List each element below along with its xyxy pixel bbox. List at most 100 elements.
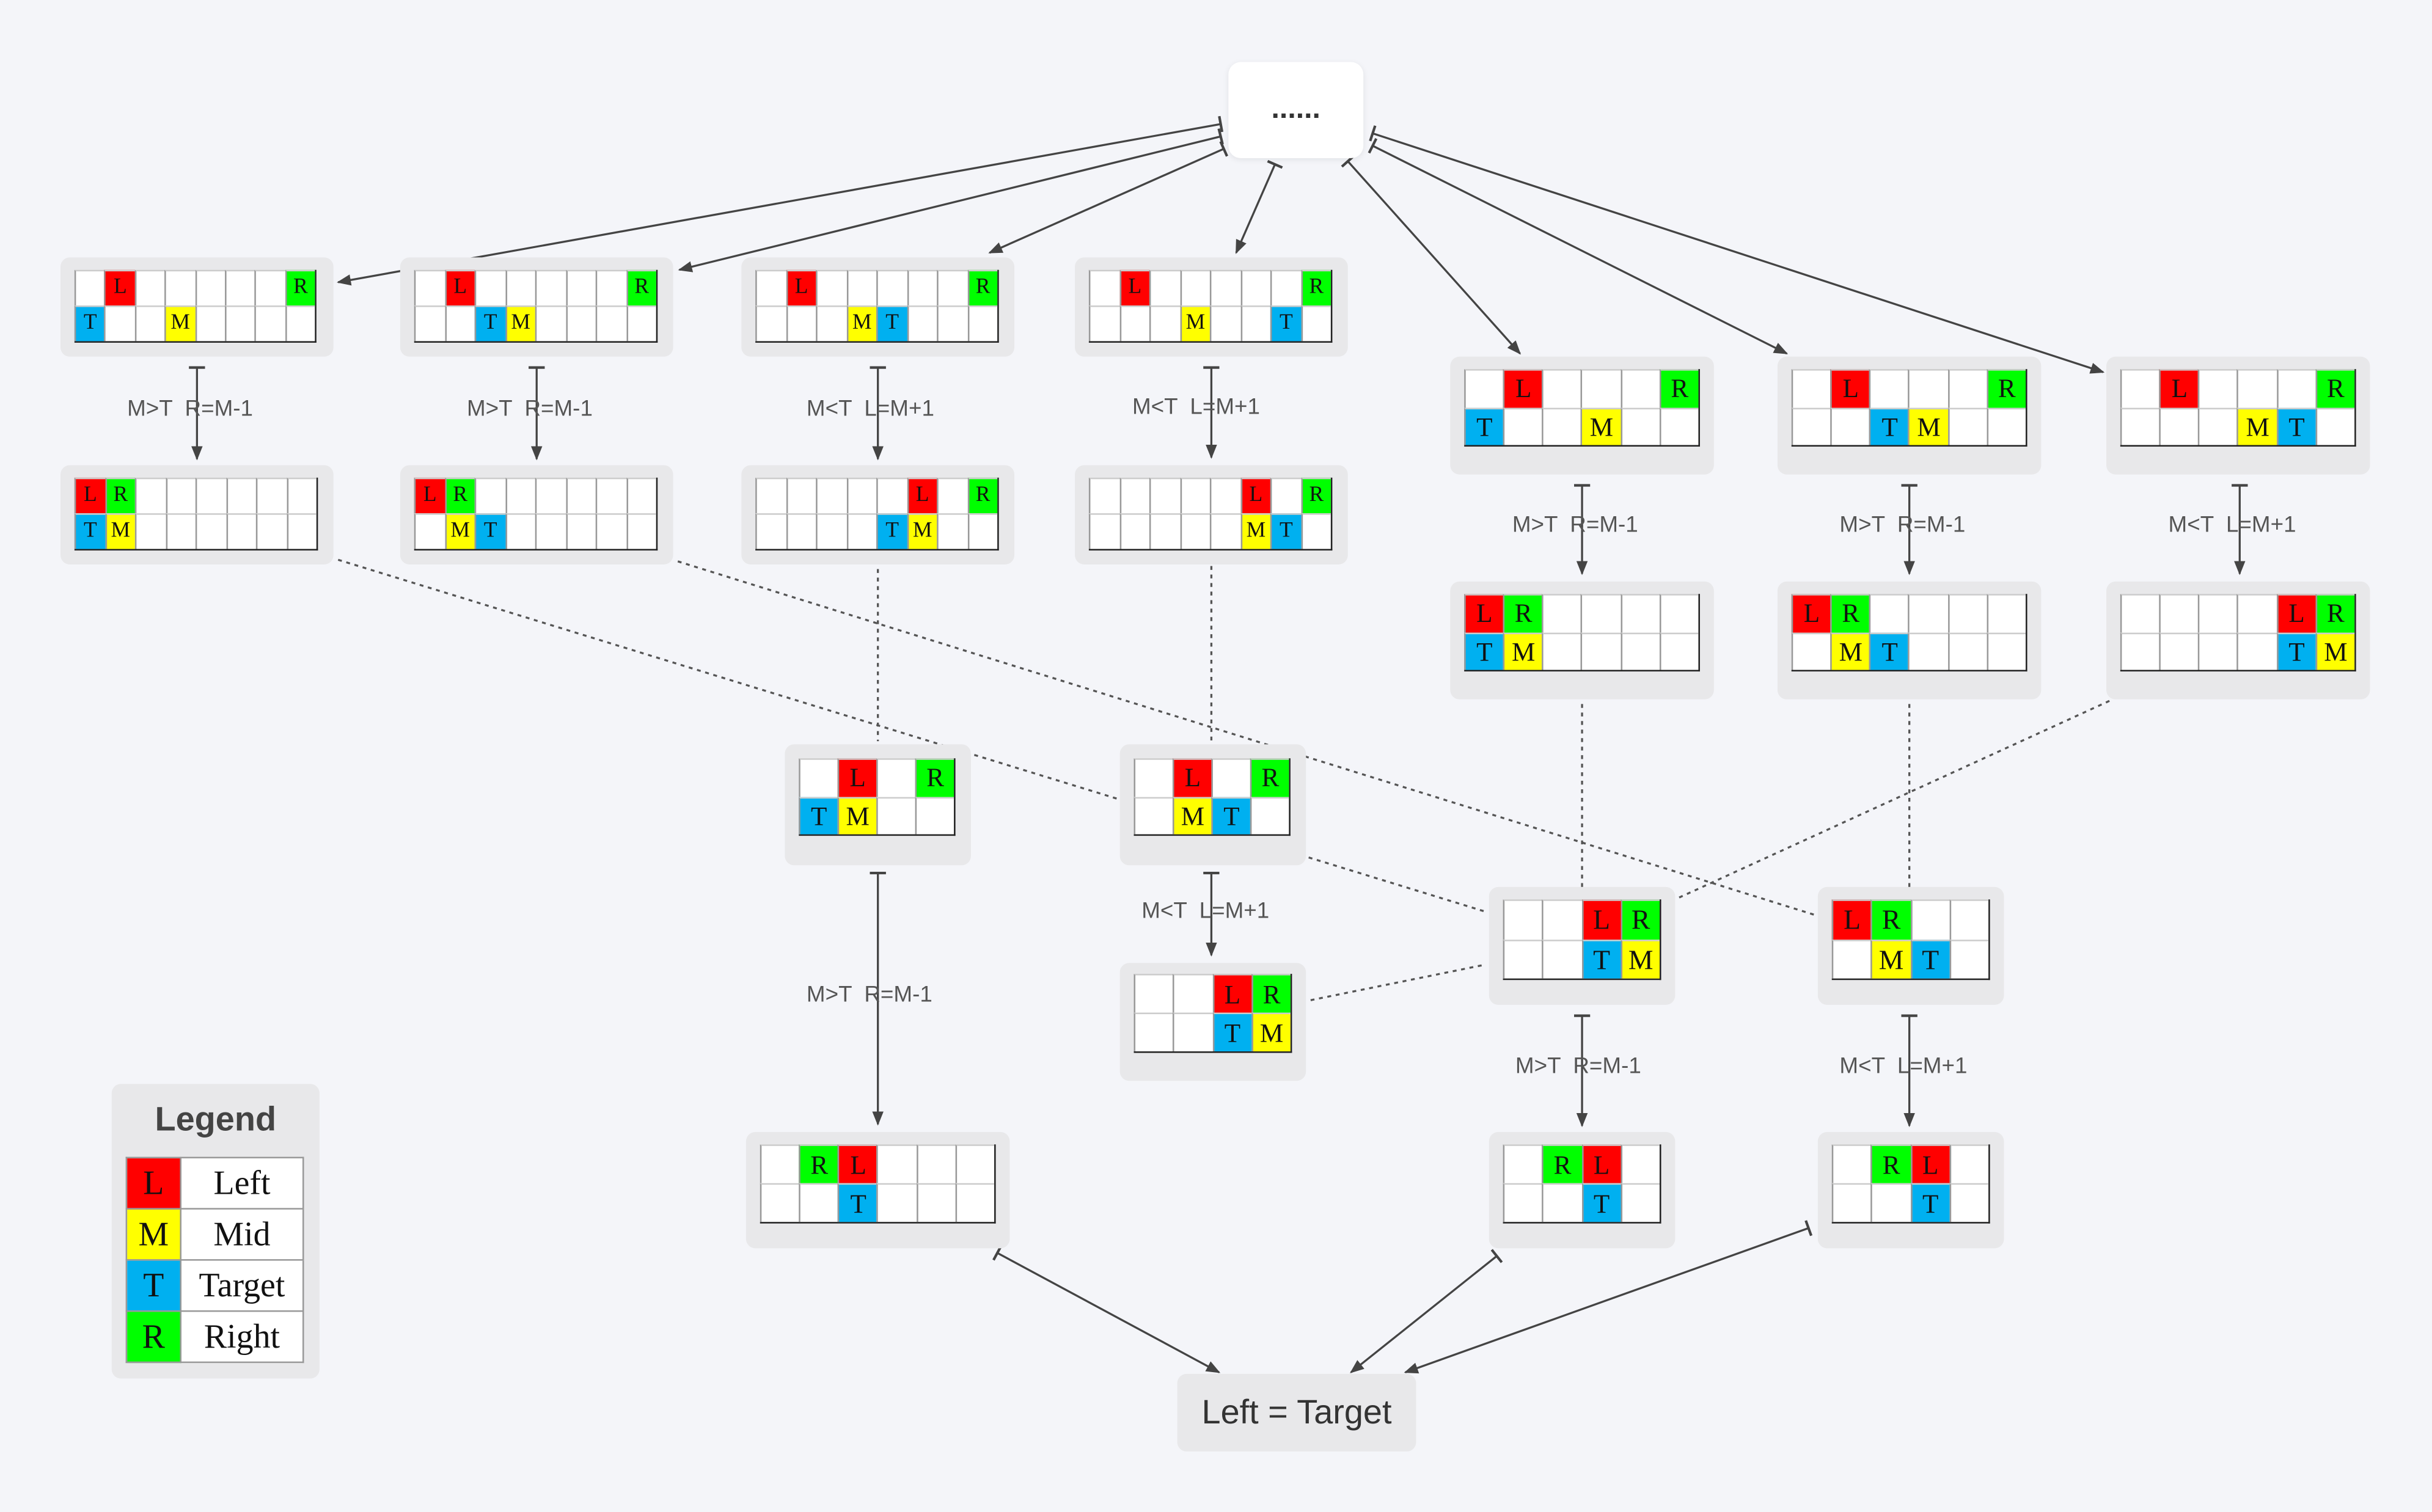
empty-cell bbox=[2120, 407, 2159, 445]
legend-swatch-right: R bbox=[125, 1310, 181, 1364]
legend-label-left: Left bbox=[180, 1156, 304, 1210]
empty-cell bbox=[1791, 407, 1831, 445]
marker-cell-l: L bbox=[1831, 899, 1871, 939]
empty-cell bbox=[414, 305, 445, 341]
marker-cell-m: M bbox=[1240, 513, 1270, 549]
marker-cell-r: R bbox=[915, 758, 954, 797]
marker-cell-r: R bbox=[2315, 369, 2355, 407]
empty-cell bbox=[224, 305, 255, 341]
empty-cell bbox=[1659, 407, 1699, 445]
marker-cell-t: T bbox=[1270, 305, 1301, 341]
marker-cell-t: T bbox=[74, 513, 105, 549]
empty-cell bbox=[1947, 407, 1987, 445]
legend-row-target: T Target bbox=[125, 1259, 304, 1312]
marker-cell-r: R bbox=[285, 269, 315, 306]
empty-cell bbox=[799, 1183, 838, 1222]
marker-cell-m: M bbox=[1620, 938, 1660, 979]
legend-table: L Left M Mid T Target R Right bbox=[125, 1156, 304, 1364]
empty-cell bbox=[195, 513, 226, 549]
empty-cell bbox=[1620, 1144, 1660, 1183]
empty-cell bbox=[74, 269, 105, 306]
empty-cell bbox=[194, 269, 225, 306]
empty-cell bbox=[916, 1183, 956, 1222]
empty-cell bbox=[799, 758, 838, 797]
empty-cell bbox=[134, 305, 165, 341]
empty-cell bbox=[1503, 938, 1542, 979]
empty-cell bbox=[1542, 1183, 1581, 1222]
empty-cell bbox=[1791, 369, 1831, 407]
legend-swatch-mid: M bbox=[125, 1208, 181, 1261]
empty-cell bbox=[1542, 632, 1581, 670]
empty-cell bbox=[755, 477, 786, 514]
marker-cell-m: M bbox=[846, 305, 877, 341]
operation-label: M>T R=M-1 bbox=[127, 396, 254, 422]
empty-cell bbox=[937, 269, 967, 306]
empty-cell bbox=[134, 477, 166, 514]
empty-cell bbox=[916, 1144, 956, 1183]
empty-cell bbox=[760, 1144, 799, 1183]
empty-cell bbox=[816, 269, 846, 306]
empty-cell bbox=[1831, 938, 1871, 979]
empty-cell bbox=[134, 269, 165, 306]
marker-cell-m: M bbox=[505, 305, 535, 341]
empty-cell bbox=[2198, 594, 2238, 632]
empty-cell bbox=[1620, 594, 1660, 632]
marker-cell-t: T bbox=[1581, 938, 1621, 979]
marker-cell-t: T bbox=[1869, 407, 1909, 445]
empty-cell bbox=[286, 513, 317, 549]
empty-cell bbox=[1542, 369, 1581, 407]
marker-cell-r: R bbox=[1830, 594, 1870, 632]
marker-cell-l: L bbox=[1212, 974, 1251, 1013]
empty-cell bbox=[595, 305, 626, 341]
empty-cell bbox=[906, 305, 937, 341]
marker-cell-l: L bbox=[1830, 369, 1870, 407]
operation-label: M>T R=M-1 bbox=[1515, 1054, 1641, 1079]
empty-cell bbox=[1987, 632, 2026, 670]
empty-cell bbox=[565, 269, 596, 306]
marker-cell-l: L bbox=[1503, 369, 1542, 407]
marker-cell-l: L bbox=[1172, 758, 1212, 797]
legend: Legend L Left M Mid T Target R Right bbox=[111, 1084, 320, 1379]
legend-row-right: R Right bbox=[125, 1310, 304, 1364]
empty-cell bbox=[876, 269, 907, 306]
legend-swatch-left: L bbox=[125, 1156, 181, 1210]
transition-arrow bbox=[1350, 1249, 1503, 1373]
marker-cell-r: R bbox=[1251, 974, 1291, 1013]
operation-label: M>T R=M-1 bbox=[1512, 513, 1638, 538]
marker-cell-r: R bbox=[1620, 899, 1660, 939]
empty-cell bbox=[1831, 1183, 1871, 1222]
empty-cell bbox=[165, 477, 196, 514]
operation-label: M<T L=M+1 bbox=[806, 396, 934, 422]
empty-cell bbox=[1503, 1144, 1542, 1183]
empty-cell bbox=[1791, 632, 1831, 670]
empty-cell bbox=[595, 513, 626, 549]
empty-cell bbox=[906, 269, 937, 306]
empty-cell bbox=[1149, 305, 1180, 341]
empty-cell bbox=[2120, 369, 2159, 407]
empty-cell bbox=[1209, 513, 1240, 549]
operation-label: M>T R=M-1 bbox=[467, 396, 593, 422]
empty-cell bbox=[1134, 974, 1173, 1013]
marker-cell-m: M bbox=[1179, 305, 1210, 341]
empty-cell bbox=[505, 269, 535, 306]
marker-cell-l: L bbox=[1581, 899, 1621, 939]
empty-cell bbox=[565, 305, 596, 341]
marker-cell-r: R bbox=[1987, 369, 2026, 407]
empty-cell bbox=[1211, 758, 1250, 797]
empty-cell bbox=[535, 477, 566, 514]
empty-cell bbox=[1910, 899, 1950, 939]
empty-cell bbox=[626, 305, 656, 341]
empty-cell bbox=[1581, 369, 1621, 407]
result-node: Left = Target bbox=[1177, 1373, 1416, 1452]
